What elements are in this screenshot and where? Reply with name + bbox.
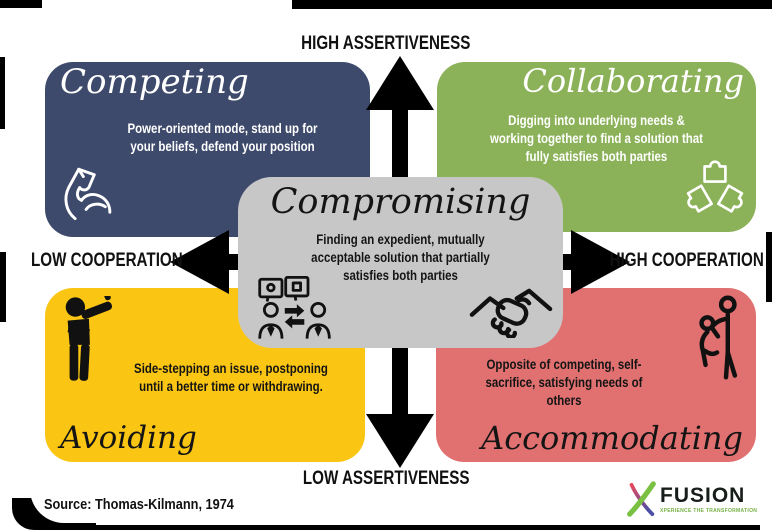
compromising-box: Compromising Finding an expedient, mutua… [238, 177, 563, 348]
competing-description: Power-oriented mode, stand up for your b… [127, 120, 318, 154]
edge-artifact [92, 525, 760, 530]
avoiding-description: Side-stepping an issue, postponing until… [134, 360, 328, 394]
flexed-bicep-icon [64, 167, 112, 221]
fusion-brand-name: FUSION [660, 483, 746, 507]
source-citation: Source: Thomas-Kilmann, 1974 [44, 496, 234, 513]
edge-artifact [766, 232, 772, 302]
compromising-title: Compromising [270, 182, 531, 222]
axis-label-low-assertiveness: LOW ASSERTIVENESS [302, 468, 470, 489]
handshake-icon [469, 288, 553, 338]
edge-artifact [292, 0, 772, 9]
axis-label-high-assertiveness: HIGH ASSERTIVENESS [301, 33, 471, 54]
edge-artifact [0, 252, 6, 322]
person-refusing-icon [65, 296, 113, 381]
quadrant-competing: Competing Power-oriented mode, stand up … [45, 62, 370, 237]
diagram-card: Competing Power-oriented mode, stand up … [30, 25, 763, 523]
collaborating-title: Collaborating [522, 62, 744, 100]
accommodating-title: Accommodating [481, 419, 743, 457]
negotiation-icon [258, 276, 331, 339]
fusion-logo: FUSION XPERIENCE THE TRANSFORMATION [624, 479, 757, 519]
fusion-logo-text: FUSION XPERIENCE THE TRANSFORMATION [660, 485, 757, 514]
competing-title: Competing [60, 62, 249, 102]
edge-artifact [0, 0, 42, 8]
axis-label-high-cooperation: HIGH COOPERATION [609, 250, 764, 271]
quadrant-accommodating: Opposite of competing, self- sacrifice, … [436, 288, 756, 462]
collaborating-description: Digging into underlying needs & working … [489, 112, 703, 164]
edge-artifact [0, 57, 5, 129]
avoiding-title: Avoiding [60, 420, 197, 456]
axis-label-low-cooperation: LOW COOPERATION [31, 250, 183, 271]
fusion-tagline: XPERIENCE THE TRANSFORMATION [660, 507, 758, 514]
accommodating-description: Opposite of competing, self- sacrifice, … [485, 356, 643, 408]
person-helping-icon [699, 295, 738, 380]
compromising-description: Finding an expedient, mutually acceptabl… [311, 231, 490, 283]
fusion-x-icon [627, 481, 656, 517]
